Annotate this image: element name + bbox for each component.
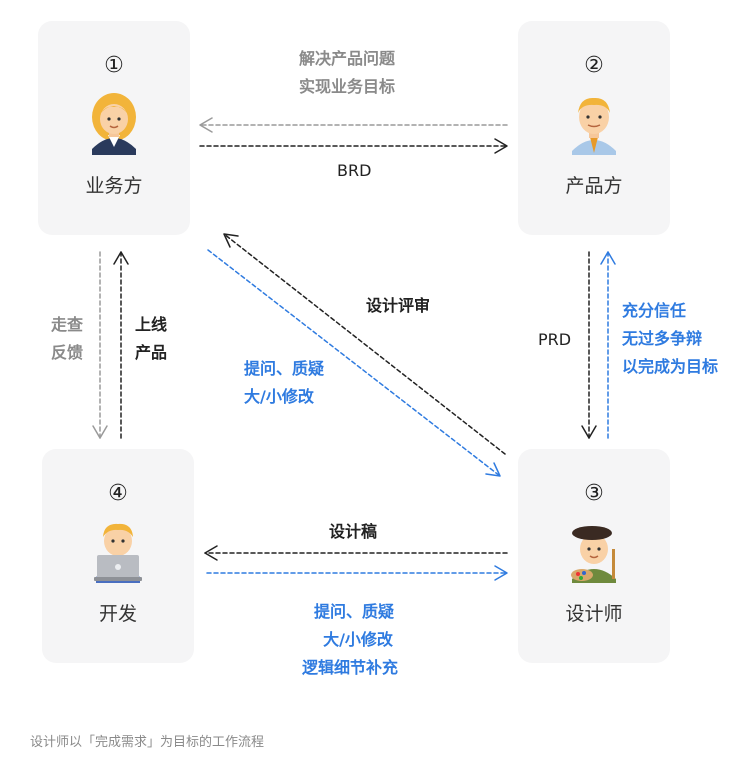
node-title: 业务方	[85, 175, 143, 197]
node-title: 开发	[98, 603, 137, 625]
arrow-bottom-questions	[206, 565, 508, 581]
node-product: ② 产品方	[518, 21, 670, 235]
arrow-design-review	[223, 233, 506, 455]
label-trust: 充分信任 无过多争辩 以完成为目标	[622, 301, 719, 376]
label-top-goals: 解决产品问题 实现业务目标	[299, 49, 396, 96]
node-business: ① 业务方	[38, 21, 190, 235]
label-design-review: 设计评审	[366, 296, 431, 315]
label-brd: BRD	[337, 161, 372, 180]
arrow-product-to-business	[199, 117, 508, 133]
label-launch-product: 上线 产品	[135, 315, 168, 362]
node-number: ①	[104, 53, 124, 78]
node-designer: ③ 设计师	[518, 449, 670, 663]
label-design-draft: 设计稿	[329, 522, 378, 541]
label-diag-questions: 提问、质疑 大/小修改	[244, 359, 325, 406]
label-prd: PRD	[538, 330, 572, 349]
arrow-review-feedback	[92, 251, 108, 439]
arrow-diag-questions	[207, 249, 501, 477]
businesswoman-icon	[92, 93, 136, 155]
node-number: ③	[584, 481, 604, 506]
label-review-feedback: 走查 反馈	[51, 315, 84, 362]
artist-icon	[571, 526, 616, 583]
node-title: 产品方	[565, 175, 623, 197]
arrow-launch-product	[113, 251, 129, 439]
arrow-prd	[581, 251, 597, 439]
technologist-icon	[94, 523, 142, 583]
businessman-icon	[572, 97, 616, 155]
node-developer: ④ 开发	[42, 449, 194, 663]
label-bottom-questions: 提问、质疑 大/小修改 逻辑细节补充	[302, 602, 399, 677]
node-number: ④	[108, 481, 128, 506]
arrow-trust	[600, 251, 616, 439]
figure-caption: 设计师以「完成需求」为目标的工作流程	[30, 735, 265, 750]
node-title: 设计师	[565, 603, 623, 625]
arrow-brd	[199, 138, 508, 154]
arrow-design-draft	[204, 545, 508, 561]
node-number: ②	[584, 53, 604, 78]
